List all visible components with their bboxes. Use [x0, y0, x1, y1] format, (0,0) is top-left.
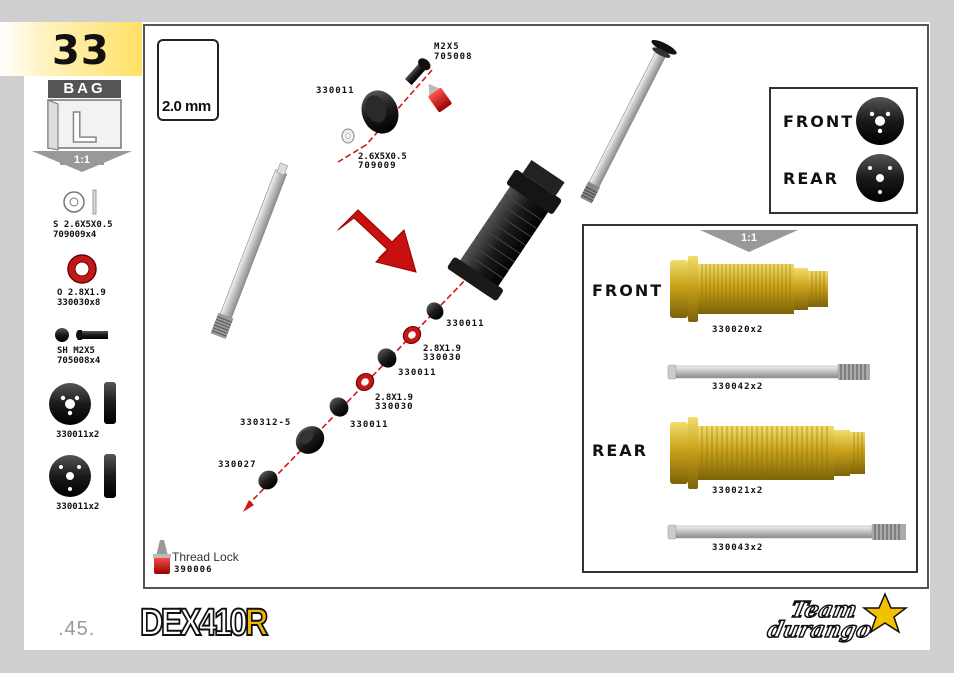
screw-icon: [55, 328, 108, 342]
bag-tag-icon: L: [47, 99, 122, 153]
brand-star-icon: [861, 592, 909, 634]
thread-lock-code: 390006: [174, 565, 213, 575]
front-body-code: 330020x2: [712, 325, 764, 335]
front-shock-body: [670, 256, 828, 322]
washer-part: [341, 128, 355, 144]
callout-seal-1: 330011: [446, 319, 485, 329]
washer-icon: [63, 189, 97, 215]
callout-piston-top: 330011: [316, 86, 355, 96]
thread-lock-label: Thread Lock: [172, 550, 239, 564]
seal-part-1: [426, 302, 444, 320]
callout-o-ring-1-name: 2.8X1.9: [423, 344, 461, 354]
front-shock-shaft: [667, 364, 870, 380]
washer-code: 709009x4: [53, 230, 97, 240]
screw-part: [404, 58, 431, 86]
o-ring-part-1: [402, 325, 422, 345]
bag-scale: 1:1: [74, 154, 90, 166]
callout-washer-code: 709009: [358, 161, 397, 171]
piston-front-legend-icon: [856, 97, 904, 145]
parts-rear-label: REAR: [592, 441, 648, 460]
o-ring-code: 330030x8: [57, 298, 101, 308]
scale-banner: 1:1: [32, 151, 132, 172]
piston-upper: [361, 90, 399, 134]
rear-shock-shaft: [667, 524, 906, 540]
step-number: 33: [52, 28, 110, 74]
thread-lock-icon: [153, 540, 171, 574]
rear-shock-body: [670, 417, 865, 489]
screw-code: 705008x4: [57, 356, 101, 366]
assembly-guide-lines: [243, 69, 471, 512]
step-tab: [0, 22, 142, 76]
logo-model-main: DEX410: [139, 601, 248, 645]
piston-rear-icon: [49, 454, 116, 498]
tool-box: [157, 39, 219, 121]
o-ring-part-2: [355, 372, 375, 392]
screw-name: SH M2X5: [57, 346, 95, 356]
bag-letter: L: [71, 103, 98, 152]
piston-rear-legend-icon: [856, 154, 904, 202]
direction-arrow-icon: [336, 209, 417, 273]
end-cap-part: [258, 470, 278, 490]
callout-bushing: 330312-5: [240, 418, 292, 428]
bushing-part: [295, 426, 325, 454]
piston-rear-code: 330011x2: [56, 502, 100, 512]
washer-name: S 2.6X5X0.5: [53, 220, 113, 230]
o-ring-name: O 2.8X1.9: [57, 288, 106, 298]
shock-shaft-left: [210, 162, 289, 340]
logo-brand-line2: durango: [764, 616, 874, 644]
callout-o-ring-2-name: 2.8X1.9: [375, 393, 413, 403]
seal-part-2: [377, 348, 397, 368]
callout-cap: 330027: [218, 460, 257, 470]
logo-model-suffix: R: [244, 601, 269, 645]
tool-size: 2.0 mm: [162, 98, 211, 115]
shock-body-exploded: [447, 159, 565, 301]
dex410r-logo: DEX410R: [139, 601, 269, 645]
front-shaft-code: 330042x2: [712, 382, 764, 392]
thread-lock-bottle-small: [428, 83, 452, 112]
callout-screw-name: M2X5: [434, 42, 460, 52]
callout-seal-2: 330011: [398, 368, 437, 378]
callout-washer-name: 2.6X5X0.5: [358, 152, 407, 162]
parts-scale-banner: 1:1: [700, 230, 798, 252]
callout-o-ring-1-code: 330030: [423, 353, 462, 363]
parts-scale: 1:1: [741, 232, 757, 244]
piston-legend-rear: REAR: [783, 169, 839, 188]
callout-o-ring-2-code: 330030: [375, 402, 414, 412]
bag-label: BAG: [48, 80, 121, 98]
piston-legend-box: [769, 87, 918, 214]
callout-screw-code: 705008: [434, 52, 473, 62]
parts-front-label: FRONT: [592, 281, 664, 300]
seal-part-3: [329, 397, 349, 417]
parts-panel: [582, 224, 918, 573]
piston-legend-front: FRONT: [783, 112, 855, 131]
piston-front-icon: [49, 382, 116, 425]
o-ring-icon: [67, 254, 97, 284]
page-number: .45.: [58, 618, 96, 640]
rear-body-code: 330021x2: [712, 486, 764, 496]
callout-seal-3: 330011: [350, 420, 389, 430]
piston-front-code: 330011x2: [56, 430, 100, 440]
shock-shaft-right: [580, 39, 677, 204]
rear-shaft-code: 330043x2: [712, 543, 764, 553]
